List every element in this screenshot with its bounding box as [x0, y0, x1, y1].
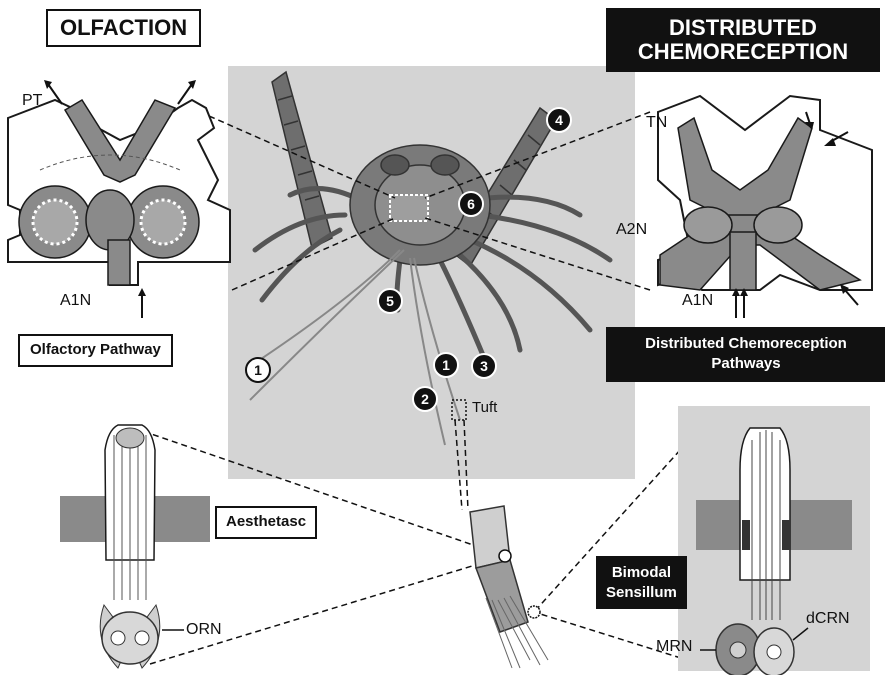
distributed-brain-diagram — [658, 96, 872, 318]
tn-label: TN — [646, 114, 667, 132]
distributed-pathways-line1: Distributed Chemoreception — [612, 334, 880, 354]
marker-1-outline: 1 — [245, 357, 271, 383]
orn-label: ORN — [186, 621, 222, 639]
marker-1: 1 — [433, 352, 459, 378]
bimodal-line2: Sensillum — [606, 583, 677, 603]
a1n-label-left: A1N — [60, 292, 91, 310]
marker-4: 4 — [546, 107, 572, 133]
brain-region-box — [390, 195, 428, 221]
distributed-pathways-label: Distributed Chemoreception Pathways — [606, 327, 885, 382]
aesthetasc-label: Aesthetasc — [215, 506, 317, 539]
distributed-chemoreception-heading: DISTRIBUTED CHEMORECEPTION — [606, 8, 880, 72]
dcrn-label: dCRN — [806, 610, 850, 628]
bimodal-sensillum-label: Bimodal Sensillum — [596, 556, 687, 609]
a2n-label: A2N — [616, 221, 647, 239]
distributed-pathways-line2: Pathways — [612, 354, 880, 374]
marker-3: 3 — [471, 353, 497, 379]
tuft-label: Tuft — [472, 399, 497, 416]
distributed-heading-line1: DISTRIBUTED — [616, 16, 870, 40]
pt-label: PT — [22, 92, 42, 110]
bimodal-sensillum-diagram — [678, 406, 870, 675]
tuft-magnified — [470, 506, 548, 668]
marker-2: 2 — [412, 386, 438, 412]
mrn-label: MRN — [656, 638, 692, 656]
bimodal-line1: Bimodal — [606, 563, 677, 583]
marker-5: 5 — [377, 288, 403, 314]
a1n-label-right: A1N — [682, 292, 713, 310]
olfactory-pathway-label: Olfactory Pathway — [18, 334, 173, 367]
olfaction-heading: OLFACTION — [46, 9, 201, 47]
marker-6: 6 — [458, 191, 484, 217]
olfactory-brain-diagram — [8, 80, 230, 318]
distributed-heading-line2: CHEMORECEPTION — [616, 40, 870, 64]
